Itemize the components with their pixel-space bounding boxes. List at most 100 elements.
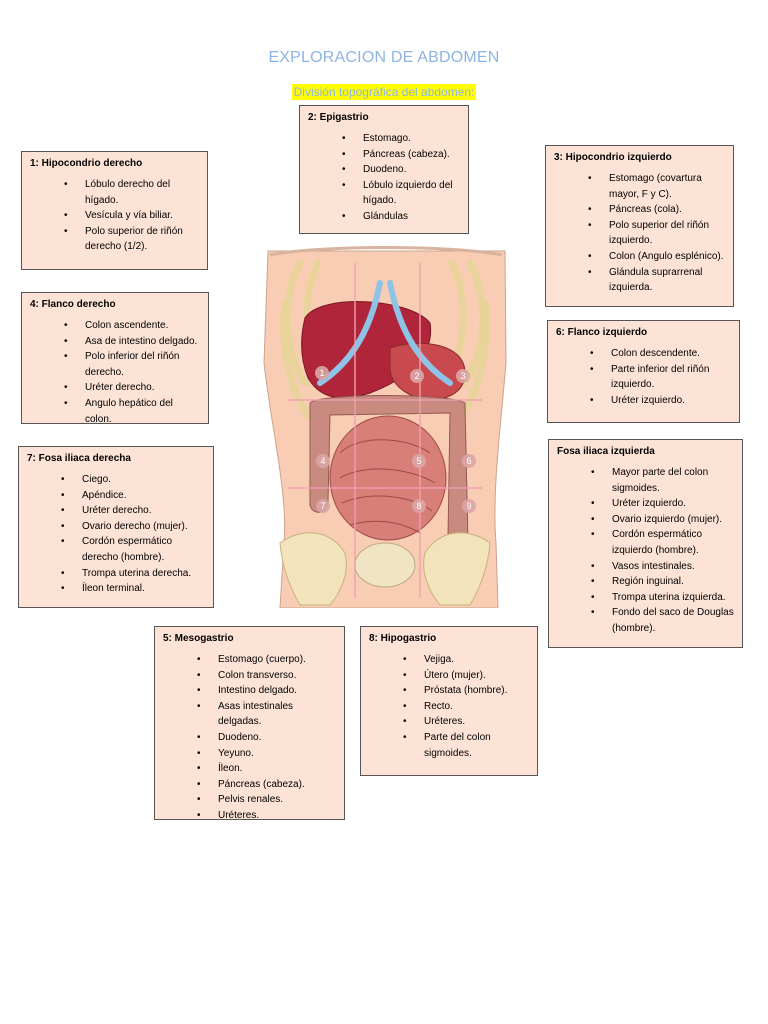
region-box-9: Fosa iliaca izquierda Mayor parte del co… — [548, 439, 743, 648]
region-marker-5 — [412, 454, 426, 468]
list-item: Cordón espermático izquierdo (hombre). — [591, 527, 735, 558]
list-item: Uréter izquierdo. — [591, 496, 735, 512]
pelvis — [279, 532, 491, 606]
list-item: Asa de intestino delgado. — [64, 334, 201, 350]
list-item: Lóbulo derecho del hígado. — [64, 177, 200, 208]
region-list: Ciego. Apéndice. Uréter derecho. Ovario … — [27, 472, 206, 597]
list-item: Trompa uterina derecha. — [61, 566, 206, 582]
list-item: Recto. — [403, 699, 530, 715]
region-box-3: 3: Hipocondrio izquierdo Estomago (covar… — [545, 145, 734, 307]
region-heading: 4: Flanco derecho — [30, 299, 116, 310]
region-list: Lóbulo derecho del hígado. Vesícula y ví… — [30, 177, 200, 255]
list-item: Fondo del saco de Douglas (hombre). — [591, 605, 735, 636]
region-heading: 1: Hipocondrio derecho — [30, 158, 143, 169]
region-list: Estomago (covartura mayor, F y C). Páncr… — [554, 171, 726, 296]
list-item: Uréteres. — [197, 808, 337, 824]
region-marker-4 — [316, 454, 330, 468]
document-subtitle: División topográfica del abdomen: — [291, 84, 477, 100]
small-intestine — [329, 415, 447, 541]
list-item: Uréter derecho. — [64, 380, 201, 396]
region-marker-4-label: 4 — [320, 456, 325, 466]
region-box-5: 5: Mesogastrio Estomago (cuerpo). Colon … — [154, 626, 345, 823]
region-marker-7 — [316, 499, 330, 513]
list-item: Mayor parte del colon sigmoides. — [591, 465, 735, 496]
list-item: Glándula suprarrenal izquierda. — [588, 265, 726, 296]
list-item: Parte del colon sigmoides. — [403, 730, 530, 761]
subtitle-wrapper: División topográfica del abdomen: — [0, 83, 768, 101]
region-list: Vejiga. Útero (mujer). Próstata (hombre)… — [369, 652, 530, 761]
list-item: Vejiga. — [403, 652, 530, 668]
region-marker-8-label: 8 — [416, 501, 421, 511]
region-box-1: 1: Hipocondrio derecho Lóbulo derecho de… — [21, 151, 208, 270]
list-item: Útero (mujer). — [403, 668, 530, 684]
list-item: Trompa uterina izquierda. — [591, 590, 735, 606]
list-item: Glándulas — [342, 209, 461, 225]
region-box-4: 4: Flanco derecho Colon ascendente. Asa … — [21, 292, 209, 427]
list-item: Polo inferior del riñón derecho. — [64, 349, 201, 380]
region-heading: 6: Flanco izquierdo — [556, 327, 648, 338]
list-item: Ciego. — [61, 472, 206, 488]
list-item: Estomago (covartura mayor, F y C). — [588, 171, 726, 202]
region-box-6: 6: Flanco izquierdo Colon descendente. P… — [547, 320, 740, 423]
region-marker-7-label: 7 — [320, 501, 325, 511]
list-item: Asas intestinales delgadas. — [197, 699, 337, 730]
region-marker-8 — [412, 499, 426, 513]
abdomen-illustration-svg: 1 2 3 4 5 6 7 8 9 — [263, 246, 507, 609]
list-item: Vasos intestinales. — [591, 559, 735, 575]
region-markers: 1 2 3 4 5 6 7 8 9 — [315, 366, 476, 513]
list-item: Duodeno. — [342, 162, 461, 178]
region-marker-6-label: 6 — [466, 456, 471, 466]
region-heading: 2: Epigastrio — [308, 112, 369, 123]
list-item: Páncreas (cabeza). — [197, 777, 337, 793]
region-heading: 8: Hipogastrio — [369, 633, 437, 644]
region-marker-3-label: 3 — [460, 371, 465, 381]
list-item: Duodeno. — [197, 730, 337, 746]
region-marker-1 — [315, 366, 329, 380]
stomach — [389, 342, 466, 400]
list-item: Parte inferior del riñón izquierdo. — [590, 362, 732, 393]
list-item: Uréteres. — [403, 714, 530, 730]
shoulder-line — [269, 246, 503, 257]
region-heading: 3: Hipocondrio izquierdo — [554, 152, 672, 163]
list-item: Cordón espermático derecho (hombre). — [61, 534, 206, 565]
list-item: Polo superior del riñón izquierdo. — [588, 218, 726, 249]
region-heading: 7: Fosa iliaca derecha — [27, 453, 131, 464]
list-item: Ovario izquierdo (mujer). — [591, 512, 735, 528]
region-list: Colon ascendente. Asa de intestino delga… — [30, 318, 201, 427]
list-item: Angulo hepático del colon. — [64, 396, 201, 427]
region-list: Estomago. Páncreas (cabeza). Duodeno. Ló… — [308, 131, 461, 225]
region-heading: Fosa iliaca izquierda — [557, 446, 655, 457]
region-marker-2-label: 2 — [414, 371, 419, 381]
list-item: Ovario derecho (mujer). — [61, 519, 206, 535]
list-item: Íleon terminal. — [61, 581, 206, 597]
list-item: Íleon. — [197, 761, 337, 777]
list-item: Estomago. — [342, 131, 461, 147]
region-marker-1-label: 1 — [319, 368, 324, 378]
region-list: Colon descendente. Parte inferior del ri… — [556, 346, 732, 408]
list-item: Páncreas (cabeza). — [342, 147, 461, 163]
region-marker-3 — [456, 369, 470, 383]
list-item: Colon ascendente. — [64, 318, 201, 334]
list-item: Colon descendente. — [590, 346, 732, 362]
region-list: Estomago (cuerpo). Colon transverso. Int… — [163, 652, 337, 824]
bladder — [354, 542, 416, 588]
region-marker-9 — [462, 499, 476, 513]
region-heading: 5: Mesogastrio — [163, 633, 234, 644]
abdomen-illustration: 1 2 3 4 5 6 7 8 9 — [260, 243, 510, 609]
costal-cartilage — [317, 280, 453, 386]
region-box-2: 2: Epigastrio Estomago. Páncreas (cabeza… — [299, 105, 469, 234]
list-item: Próstata (hombre). — [403, 683, 530, 699]
region-marker-6 — [462, 454, 476, 468]
list-item: Uréter izquierdo. — [590, 393, 732, 409]
list-item: Vesícula y vía biliar. — [64, 208, 200, 224]
list-item: Estomago (cuerpo). — [197, 652, 337, 668]
document-title: EXPLORACION DE ABDOMEN — [268, 49, 500, 66]
region-box-7: 7: Fosa iliaca derecha Ciego. Apéndice. … — [18, 446, 214, 608]
list-item: Pelvis renales. — [197, 792, 337, 808]
list-item: Páncreas (cola). — [588, 202, 726, 218]
list-item: Lóbulo izquierdo del hígado. — [342, 178, 461, 209]
list-item: Yeyuno. — [197, 746, 337, 762]
list-item: Región inguinal. — [591, 574, 735, 590]
region-marker-2 — [410, 369, 424, 383]
list-item: Uréter derecho. — [61, 503, 206, 519]
